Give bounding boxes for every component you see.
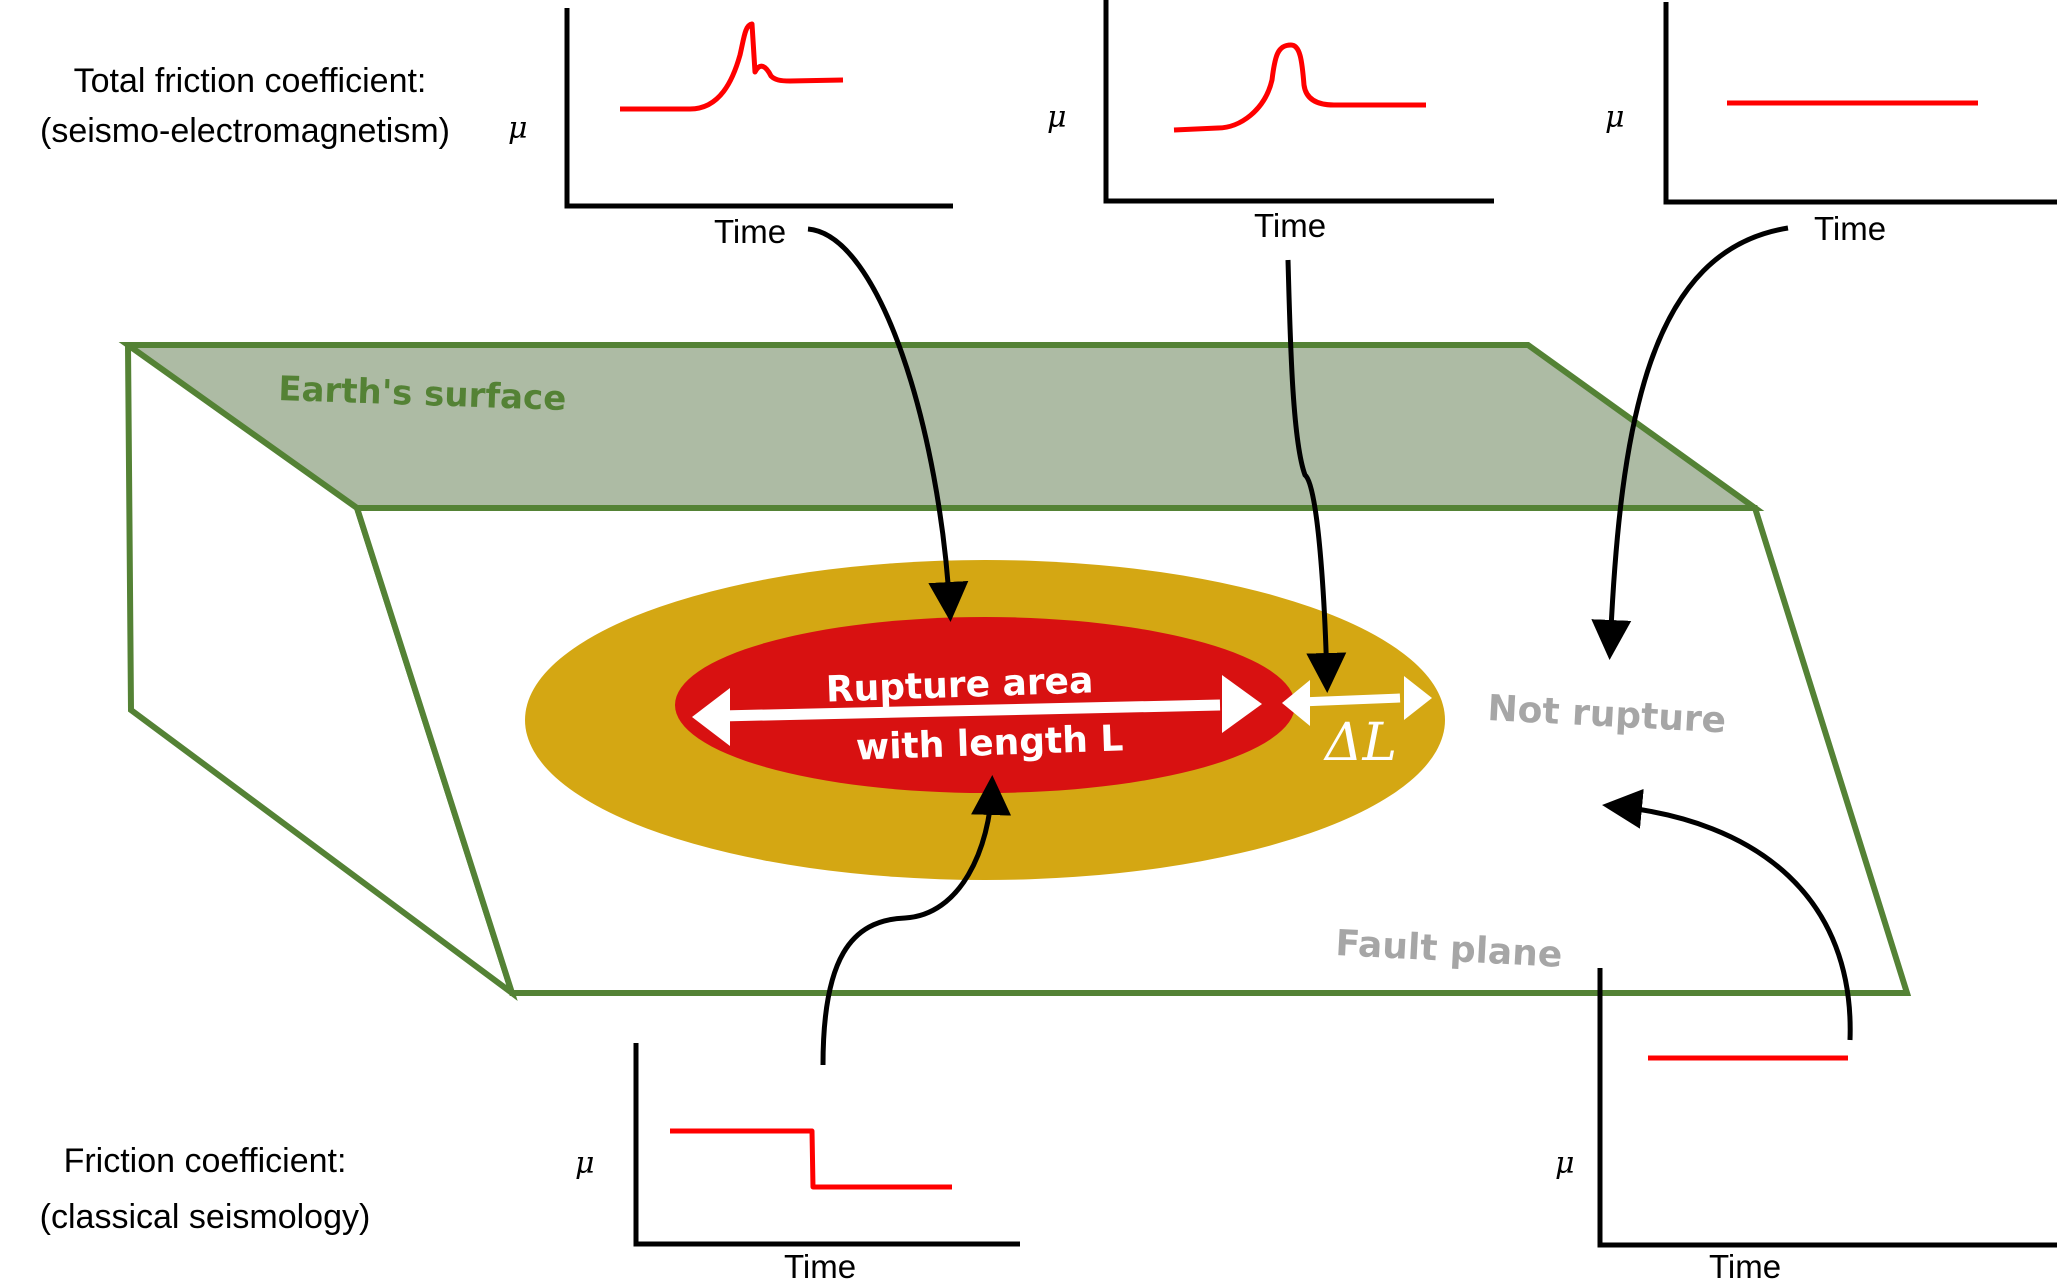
- rupture-label-line2: with length L: [855, 718, 1124, 768]
- arrow-top-left-to-rupture: [807, 226, 969, 622]
- plot-bottom-rupture: μ Time: [575, 1043, 1020, 1282]
- plot-xlabel: Time: [1814, 210, 1886, 247]
- plot-top-delta: μ Time: [1047, 0, 1494, 244]
- plot-bottom-not-rupture: μ Time: [1555, 968, 2057, 1282]
- plot-top-rupture: μ Time: [508, 8, 953, 250]
- plot-ylabel: μ: [508, 111, 528, 146]
- plot-axes: [1597, 968, 2057, 1248]
- total-friction-title: Total friction coefficient:: [74, 62, 427, 100]
- friction-curve: [620, 21, 844, 112]
- plot-axes: [1663, 2, 2057, 205]
- earth-surface: [118, 342, 1765, 511]
- arrow-bottom-left-to-rupture: [820, 775, 1012, 1066]
- plot-xlabel: Time: [1709, 1248, 1781, 1282]
- friction-subtitle: (classical seismology): [40, 1198, 371, 1236]
- plot-ylabel: μ: [1605, 100, 1625, 135]
- arrow-top-middle-to-delta-l: [1285, 259, 1347, 693]
- arrow-bottom-right-to-not-rupture: [1602, 788, 1853, 1041]
- plot-ylabel: μ: [575, 1146, 595, 1181]
- plot-axes: [1103, 0, 1494, 204]
- plot-top-not-rupture: μ Time: [1605, 2, 2057, 247]
- delta-l-label: ΔL: [1323, 713, 1397, 773]
- friction-curve: [670, 1128, 952, 1190]
- plot-axes: [564, 8, 953, 209]
- arrow-top-right-to-not-rupture: [1591, 225, 1789, 660]
- plot-xlabel: Time: [714, 213, 786, 250]
- plot-ylabel: μ: [1555, 1146, 1575, 1181]
- rupture-label-line1: Rupture area: [825, 660, 1094, 710]
- friction-curve: [1173, 42, 1426, 133]
- friction-title: Friction coefficient:: [64, 1142, 347, 1180]
- delta-l-arrow: [1282, 676, 1432, 726]
- rupture-length-arrow: [692, 675, 1262, 746]
- plot-ylabel: μ: [1047, 100, 1067, 135]
- plot-xlabel: Time: [1254, 207, 1326, 244]
- plot-axes: [633, 1043, 1020, 1247]
- plot-xlabel: Time: [784, 1248, 856, 1282]
- total-friction-subtitle: (seismo-electromagnetism): [40, 112, 450, 150]
